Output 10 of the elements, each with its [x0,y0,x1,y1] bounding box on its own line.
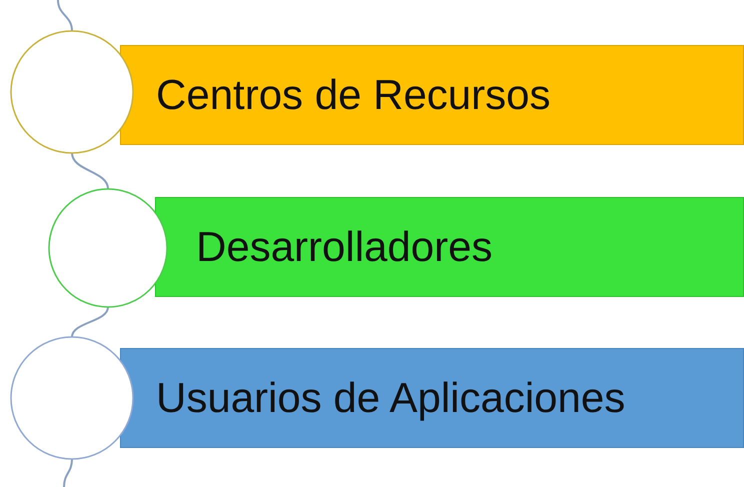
list-circle [9,335,135,461]
list-item-bar: Centros de Recursos [120,45,744,145]
list-circle [9,29,135,155]
list-item-bar: Desarrolladores [155,197,744,297]
connector-line [57,0,73,32]
connector-line [71,306,109,338]
connector-line [63,458,73,487]
connector-line [71,152,109,190]
list-item-bar: Usuarios de Aplicaciones [120,348,744,448]
list-circle [47,187,169,309]
